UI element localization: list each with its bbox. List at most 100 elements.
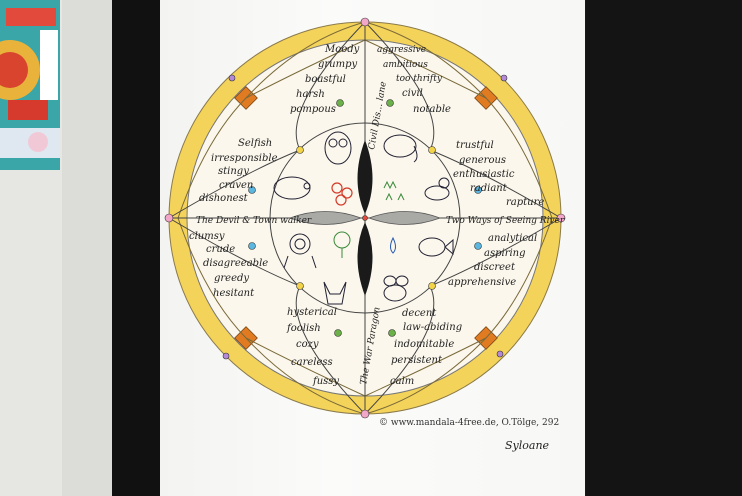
word: trustful bbox=[456, 140, 494, 151]
dot bbox=[296, 282, 304, 290]
word: indomitable bbox=[394, 339, 454, 350]
dot bbox=[164, 213, 174, 223]
dot bbox=[296, 146, 304, 154]
center-oval-left bbox=[288, 211, 363, 225]
frame-right-edge bbox=[586, 0, 742, 496]
word: Selfish bbox=[238, 138, 272, 149]
neighbor-poster-art bbox=[0, 0, 60, 170]
dot bbox=[334, 329, 342, 337]
frame-left-edge bbox=[112, 0, 162, 496]
dot bbox=[386, 99, 394, 107]
word: grumpy bbox=[318, 59, 358, 70]
inner-circle bbox=[269, 122, 461, 314]
fish-icon bbox=[418, 237, 454, 257]
word: persistent bbox=[391, 355, 443, 366]
dot bbox=[248, 186, 256, 194]
word: boastful bbox=[305, 74, 346, 85]
word: law-abiding bbox=[403, 322, 462, 333]
dot bbox=[474, 242, 482, 250]
flower-icon bbox=[331, 182, 353, 206]
axis-label-right: Two Ways of Seeing River bbox=[446, 216, 565, 226]
word: fussy bbox=[312, 376, 339, 387]
dot bbox=[362, 215, 368, 221]
word: foolish bbox=[286, 323, 321, 334]
word: cozy bbox=[296, 339, 319, 350]
word: irresponsible bbox=[211, 153, 278, 164]
elephant-icon bbox=[383, 134, 418, 163]
word: discreet bbox=[474, 262, 516, 273]
word: notable bbox=[413, 104, 451, 115]
grass-icon bbox=[383, 180, 405, 201]
credit-text: © www.mandala-4free.de, O.Tölge, 292 bbox=[379, 418, 560, 428]
words-left-upper: Selfish irresponsible stingy craven dish… bbox=[199, 138, 278, 204]
words-right-upper: trustful generous enthusiastic radiant r… bbox=[453, 140, 544, 208]
center-oval-top bbox=[357, 140, 373, 214]
axis-label-left: The Devil & Town walker bbox=[196, 216, 312, 226]
dot bbox=[360, 17, 370, 27]
words-top-right: aggressive ambitious too thrifty civil n… bbox=[377, 45, 451, 115]
word: hysterical bbox=[287, 307, 337, 318]
tree-icon bbox=[333, 231, 351, 258]
words-bottom-left: hysterical foolish cozy careless fussy bbox=[286, 307, 339, 387]
word: decent bbox=[402, 308, 437, 319]
word: analytical bbox=[488, 233, 537, 244]
ring-petal bbox=[364, 39, 487, 99]
word: calm bbox=[390, 376, 414, 387]
bee-icon bbox=[383, 275, 409, 302]
dot bbox=[388, 329, 396, 337]
marker-dots bbox=[164, 17, 566, 419]
signature: Syloane bbox=[505, 439, 550, 452]
ring-petal bbox=[245, 39, 366, 99]
duck-icon bbox=[424, 177, 450, 201]
lion-icon bbox=[283, 233, 317, 269]
word: enthusiastic bbox=[453, 169, 515, 180]
drop-icon bbox=[390, 236, 396, 254]
word: Moody bbox=[324, 44, 360, 55]
word: careless bbox=[291, 357, 333, 368]
words-bottom-right: decent law-abiding indomitable persisten… bbox=[390, 308, 462, 387]
word: stingy bbox=[218, 166, 249, 177]
word: clumsy bbox=[189, 231, 225, 242]
word: generous bbox=[459, 155, 506, 166]
dot bbox=[496, 350, 504, 358]
word: craven bbox=[219, 180, 253, 191]
word: dishonest bbox=[199, 193, 249, 204]
dot bbox=[248, 242, 256, 250]
word: greedy bbox=[214, 273, 249, 284]
word: ambitious bbox=[383, 60, 428, 70]
fox-icon bbox=[323, 281, 347, 305]
word: radiant bbox=[470, 183, 508, 194]
word: hesitant bbox=[213, 288, 255, 299]
dot bbox=[228, 74, 236, 82]
owl-icon bbox=[324, 131, 352, 165]
word: harsh bbox=[296, 89, 325, 100]
center-shapes bbox=[288, 140, 442, 296]
pig-icon bbox=[273, 176, 311, 200]
wall-left bbox=[0, 0, 112, 496]
dot bbox=[474, 186, 482, 194]
dot bbox=[336, 99, 344, 107]
words-left-lower: clumsy crude disagreeable greedy hesitan… bbox=[189, 231, 268, 299]
word: rapture bbox=[506, 197, 544, 208]
dot bbox=[428, 282, 436, 290]
center-oval-right bbox=[367, 211, 442, 225]
ring-petal bbox=[364, 337, 487, 397]
words-top-left: Moody grumpy boastful harsh pompous bbox=[290, 44, 360, 115]
word: disagreeable bbox=[203, 258, 268, 269]
word: apprehensive bbox=[448, 277, 516, 288]
word: crude bbox=[206, 244, 235, 255]
word: civil bbox=[402, 88, 423, 99]
wall-strip bbox=[62, 0, 112, 496]
word: pompous bbox=[290, 104, 336, 115]
words-right-lower: analytical aspiring discreet apprehensiv… bbox=[448, 233, 537, 288]
word: aggressive bbox=[377, 45, 426, 55]
word: too thrifty bbox=[396, 74, 443, 84]
dot bbox=[360, 409, 370, 419]
dot bbox=[556, 213, 566, 223]
center-oval-bottom bbox=[357, 222, 373, 296]
dot bbox=[428, 146, 436, 154]
ring-petal bbox=[245, 337, 366, 397]
word: aspiring bbox=[484, 248, 526, 259]
